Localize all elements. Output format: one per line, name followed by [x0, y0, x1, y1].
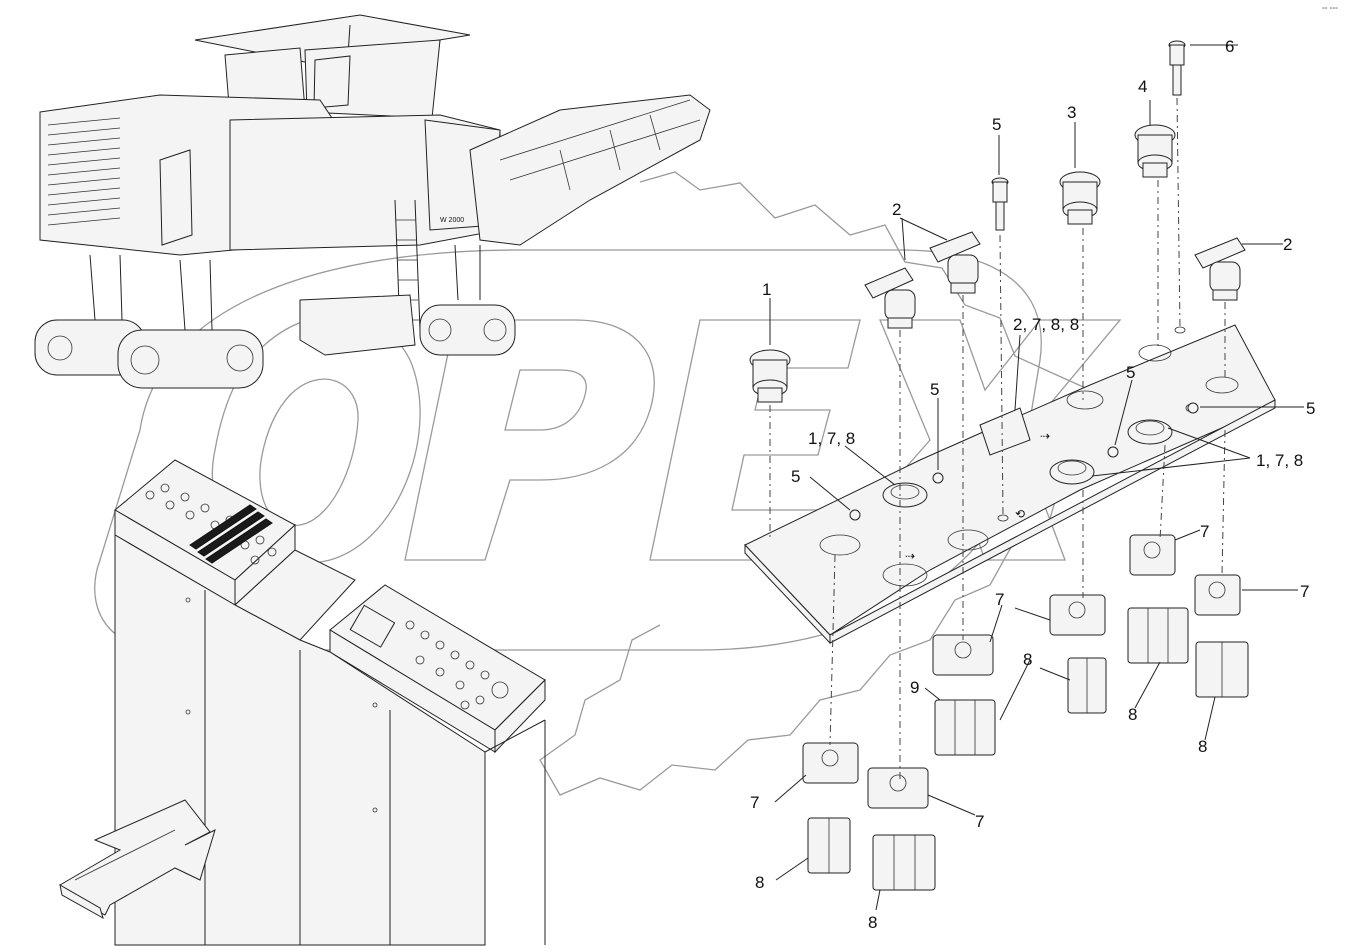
corner-mark: °° °°°: [1322, 6, 1338, 14]
cabinet-right-panel-buttons: [405, 620, 509, 710]
cabinet-display-screen: [349, 604, 396, 648]
callout-5-left: 5: [791, 467, 800, 486]
callout-7-c: 7: [995, 590, 1004, 609]
machine-conveyor: [469, 94, 711, 246]
svg-text:W 2000: W 2000: [440, 217, 464, 224]
control-panel-plate: ⇢ ⟲ ⇢: [744, 324, 1276, 645]
milling-machine-illustration: W 2000: [34, 14, 711, 389]
control-cabinet-illustration: [114, 459, 546, 946]
svg-text:⟲: ⟲: [1015, 507, 1025, 521]
callout-1-7-8-right: 1, 7, 8: [1256, 451, 1303, 470]
item-7-contact-blocks: [802, 534, 1241, 809]
callout-4: 4: [1138, 77, 1147, 96]
callout-labels: 6 4 3 5 2 2 1 2, 7, 8, 8 5 5 5 1, 7, 8 1…: [750, 37, 1315, 932]
machine-tracks: [34, 304, 516, 389]
callout-9: 9: [910, 678, 919, 697]
view-direction-arrow: [59, 799, 216, 920]
callout-2-left: 2: [892, 200, 901, 219]
watermark-letter-p: [404, 319, 655, 561]
assembly-axis-lines: [769, 97, 1226, 780]
callout-8-b: 8: [1128, 705, 1137, 724]
callout-8-e: 8: [868, 913, 877, 932]
callout-7-b: 7: [1300, 582, 1309, 601]
item-6-indicator-lamp: [1168, 40, 1186, 96]
machine-milling-drum: [299, 294, 416, 356]
svg-text:⇢: ⇢: [1040, 429, 1050, 443]
item-1-pushbutton: [749, 349, 791, 403]
item-9-auxiliary-contact: [934, 699, 996, 756]
callout-5-right: 5: [1306, 399, 1315, 418]
panel-mounted-buttons: [849, 402, 1199, 521]
svg-text:⇢: ⇢: [905, 549, 915, 563]
callout-5-center: 5: [930, 380, 939, 399]
callout-3: 3: [1067, 103, 1076, 122]
item-2-selector-middle: [929, 231, 981, 294]
callout-8-c: 8: [1198, 737, 1207, 756]
item-5-indicator-lamp: [991, 177, 1009, 231]
item-2-selector-left: [864, 267, 916, 329]
item-2-selector-right: [1194, 237, 1246, 301]
callout-5-top: 5: [992, 115, 1001, 134]
cabinet-left-panel-dark-strips: [189, 504, 273, 564]
item-4-pushbutton: [1134, 124, 1176, 178]
callout-8-a: 8: [1023, 650, 1032, 669]
callout-2-7-8-8: 2, 7, 8, 8: [1013, 315, 1079, 334]
callout-1-7-8-left: 1, 7, 8: [808, 429, 855, 448]
item-8-auxiliary-contacts: [807, 607, 1249, 891]
callout-5-mid: 5: [1126, 363, 1135, 382]
callout-7-e: 7: [975, 812, 984, 831]
leader-lines: [769, 44, 1304, 911]
callout-2-right: 2: [1283, 235, 1292, 254]
callout-7-d: 7: [750, 793, 759, 812]
callout-7-a: 7: [1200, 522, 1209, 541]
callout-8-d: 8: [755, 873, 764, 892]
callout-1: 1: [762, 280, 771, 299]
callout-6: 6: [1225, 37, 1234, 56]
machine-grille: [47, 117, 121, 226]
panel-mounted-selector: [979, 407, 1031, 456]
item-3-pushbutton: [1059, 171, 1101, 225]
